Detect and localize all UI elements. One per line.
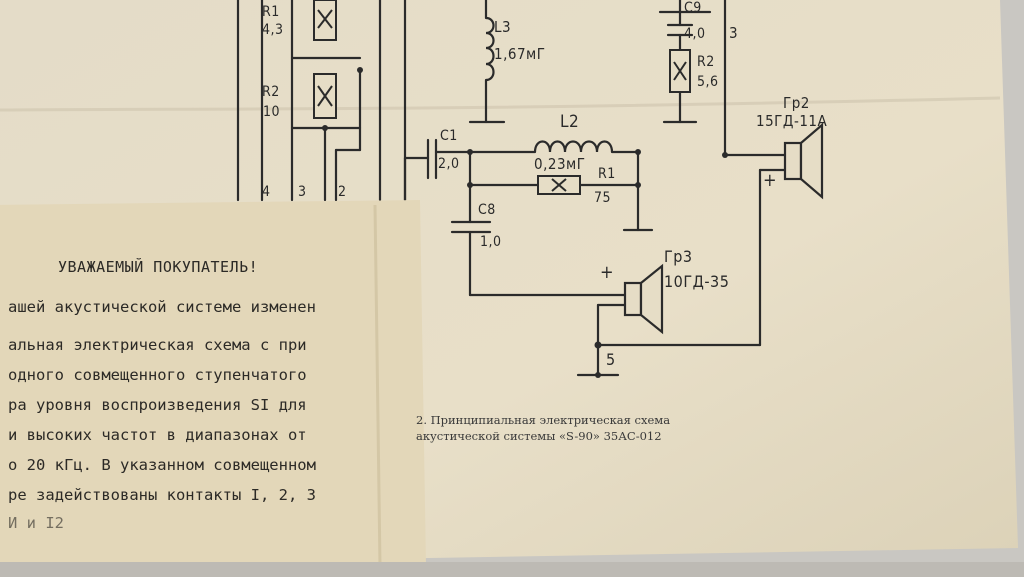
- label-l2-value: 0,23мГ: [534, 155, 586, 173]
- note-paper: [0, 200, 426, 568]
- label-terminal-3: 3: [298, 184, 307, 200]
- note-title: УВАЖАЕМЫЙ ПОКУПАТЕЛЬ!: [58, 258, 259, 276]
- resistors: [313, 0, 691, 195]
- note-fold: [373, 204, 382, 567]
- note-line-8: И и I2: [8, 514, 64, 532]
- circuit-wiring: [236, 0, 787, 377]
- label-c1-value: 2,0: [438, 156, 460, 172]
- label-r2-right-value: 5,6: [697, 74, 719, 90]
- label-r2-right-ref: R2: [697, 54, 715, 70]
- label-polarity-gr3: +: [600, 262, 615, 283]
- label-r1-top-ref: R1: [262, 4, 280, 20]
- label-terminal-5: 5: [606, 350, 616, 369]
- label-gr2-value: 15ГД-11А: [756, 112, 828, 130]
- figure-caption-line-2: акустической системы «S-90» 35АС-012: [416, 429, 662, 443]
- speaker-gr3-icon: [623, 263, 664, 335]
- label-r1-mid-value: 75: [594, 190, 612, 206]
- label-c8-value: 1,0: [480, 234, 502, 250]
- label-c9-value: 4,0: [684, 26, 706, 42]
- label-c9-ref: C9: [684, 0, 702, 16]
- table-strip: [0, 562, 1024, 577]
- note-line-2: альная электрическая схема с при: [8, 336, 307, 354]
- label-l2-ref: L2: [560, 112, 580, 132]
- note-line-6: о 20 кГц. В указанном совмещенном: [8, 456, 316, 474]
- label-terminal-3-top: 3: [729, 24, 739, 42]
- label-l3-ref: L3: [494, 18, 512, 36]
- note-line-1: ашей акустической системе изменен: [8, 298, 316, 316]
- label-gr3-ref: Гр3: [664, 247, 693, 266]
- inductor-l2: [533, 140, 614, 153]
- figure-caption-line-1: 2. Принципиальная электрическая схема: [416, 413, 671, 427]
- label-gr3-value: 10ГД-35: [664, 272, 730, 291]
- label-terminal-4: 4: [262, 184, 271, 200]
- label-polarity-gr2: +: [763, 170, 778, 191]
- label-c1-ref: C1: [440, 128, 458, 144]
- label-gr2-ref: Гр2: [783, 94, 810, 112]
- figure-caption: 2. Принципиальная электрическая схема ак…: [416, 412, 670, 444]
- note-line-3: одного совмещенного ступенчатого: [8, 366, 307, 384]
- label-r2-left-ref: R2: [262, 84, 280, 100]
- note-line-5: и высоких частот в диапазонах от: [8, 426, 307, 444]
- note-line-4: ра уровня воспроизведения SI для: [8, 396, 307, 414]
- sheet-fold: [0, 96, 1001, 112]
- label-l3-value: 1,67мГ: [494, 45, 546, 63]
- label-r2-left-value: 10: [263, 104, 281, 120]
- inductor-l3: [485, 16, 495, 82]
- junction-dots: [322, 67, 728, 378]
- speaker-gr2-icon: [783, 122, 824, 200]
- label-c8-ref: C8: [478, 202, 496, 218]
- label-terminal-2: 2: [338, 184, 347, 200]
- label-r1-mid-ref: R1: [598, 166, 616, 182]
- note-line-7: ре задействованы контакты I, 2, 3: [8, 486, 316, 504]
- label-r1-top-value: 4,3: [262, 22, 284, 38]
